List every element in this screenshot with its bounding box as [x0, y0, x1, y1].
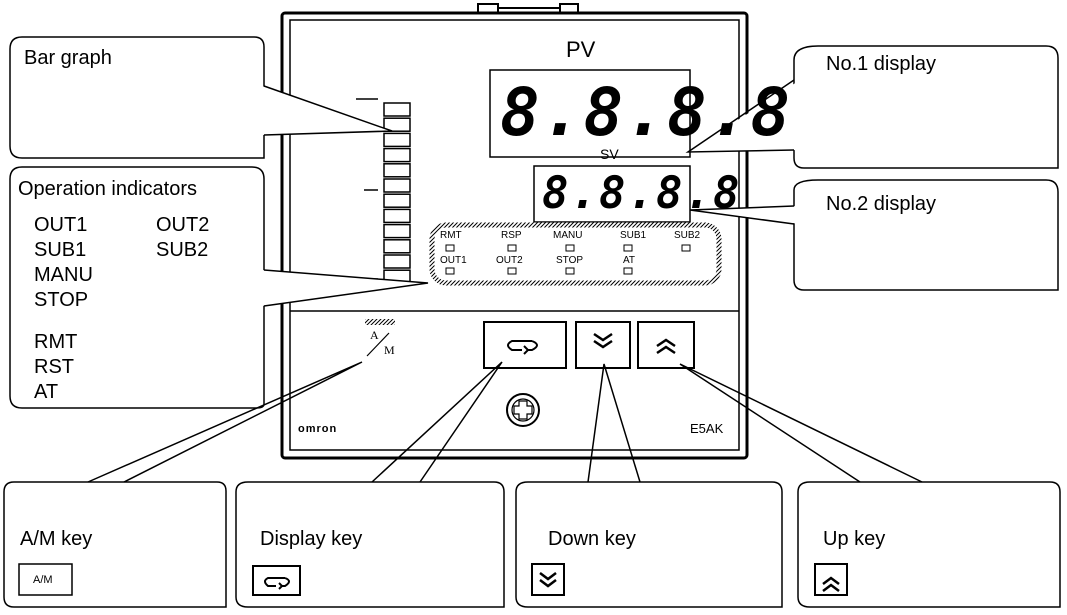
- pv-digits: 8.8.8.8: [500, 74, 793, 151]
- bar-graph-segment: [383, 223, 411, 239]
- display-key-label: Display key: [260, 528, 363, 550]
- device-inner-frame: [289, 19, 740, 451]
- am-key-label: A/M key: [20, 528, 93, 550]
- no1-display-label: No.1 display: [826, 53, 937, 75]
- brand-logo: omron: [298, 423, 338, 435]
- sv-label: SV: [600, 146, 619, 162]
- am-key-legend-icon: [18, 563, 73, 596]
- bar-graph-segment: [383, 117, 411, 132]
- bar-graph-segment: [383, 193, 411, 208]
- op-indicator-manu: MANU: [34, 264, 93, 286]
- indicator-led: [445, 267, 455, 275]
- am-key-slash: [366, 332, 390, 357]
- indicator-label-rmt: RMT: [440, 230, 462, 241]
- up-key[interactable]: [637, 321, 695, 369]
- pv-label: PV: [566, 37, 596, 62]
- indicator-region: [429, 222, 722, 286]
- indicator-label-manu: MANU: [553, 230, 583, 241]
- op-indicator-at: AT: [34, 381, 59, 403]
- bar-graph-segment: [383, 178, 411, 193]
- display-key-legend-icon: [252, 565, 301, 596]
- indicator-led: [681, 244, 691, 252]
- indicator-led: [445, 244, 455, 252]
- screw-icon: [506, 393, 540, 427]
- am-key-top[interactable]: A: [370, 328, 379, 342]
- model-label: E5AK: [690, 421, 724, 436]
- top-connector: [477, 3, 579, 13]
- op-indicator-rst: RST: [34, 356, 74, 378]
- indicator-led: [565, 267, 575, 275]
- bar-graph-segment: [383, 163, 411, 178]
- operation-indicators-title: Operation indicators: [18, 178, 197, 200]
- up-key-legend-icon: [814, 563, 848, 596]
- indicator-label-out1: OUT1: [440, 255, 467, 266]
- indicator-label-out2: OUT2: [496, 255, 523, 266]
- no2-display-callout: [793, 179, 1059, 291]
- display-key-callout: [235, 481, 505, 608]
- indicator-led: [565, 244, 575, 252]
- indicator-led: [623, 244, 633, 252]
- down-key-legend-icon: [531, 563, 565, 596]
- no2-display-label: No.2 display: [826, 193, 937, 215]
- bar-graph-segment: [383, 147, 411, 163]
- display-key[interactable]: [483, 321, 567, 369]
- op-indicator-rmt: RMT: [34, 331, 78, 353]
- indicator-label-rsp: RSP: [501, 230, 522, 241]
- indicator-label-sub1: SUB1: [620, 230, 647, 241]
- am-key-legend-text: A/M: [33, 574, 53, 586]
- bar-graph-callout: [9, 36, 265, 159]
- bar-graph: [356, 98, 411, 284]
- double-chevron-down-icon: [593, 332, 613, 349]
- down-key[interactable]: [575, 321, 631, 369]
- op-indicator-sub1: SUB1: [34, 239, 87, 261]
- bar-graph-label: Bar graph: [24, 47, 112, 69]
- op-indicator-out1: OUT1: [34, 214, 88, 236]
- up-key-label: Up key: [823, 528, 886, 550]
- indicator-label-at: AT: [623, 255, 636, 266]
- down-key-callout: [515, 481, 783, 608]
- down-key-label: Down key: [548, 528, 636, 550]
- op-indicator-out2: OUT2: [156, 214, 210, 236]
- loop-arrow-icon: [507, 340, 538, 355]
- op-indicator-stop: STOP: [34, 289, 89, 311]
- am-key-hatch: [365, 319, 395, 325]
- bar-graph-segment: [383, 102, 411, 117]
- bar-graph-segment: [383, 254, 411, 269]
- indicator-led: [507, 244, 517, 252]
- bar-graph-segment: [383, 239, 411, 254]
- up-key-callout: [797, 481, 1061, 608]
- bar-graph-segment: [383, 132, 411, 148]
- sv-display: [533, 165, 691, 223]
- pv-display: [489, 69, 691, 158]
- op-indicator-sub2: SUB2: [156, 239, 209, 261]
- sv-digits: 8.8.8.8: [542, 168, 742, 219]
- no1-display-callout: [793, 45, 1059, 169]
- indicator-label-stop: STOP: [556, 255, 584, 266]
- indicator-led: [623, 267, 633, 275]
- bar-graph-segment: [383, 208, 411, 224]
- indicator-led: [507, 267, 517, 275]
- am-key-bottom[interactable]: M: [384, 343, 395, 357]
- indicator-label-sub2: SUB2: [674, 230, 701, 241]
- double-chevron-up-icon: [656, 338, 676, 355]
